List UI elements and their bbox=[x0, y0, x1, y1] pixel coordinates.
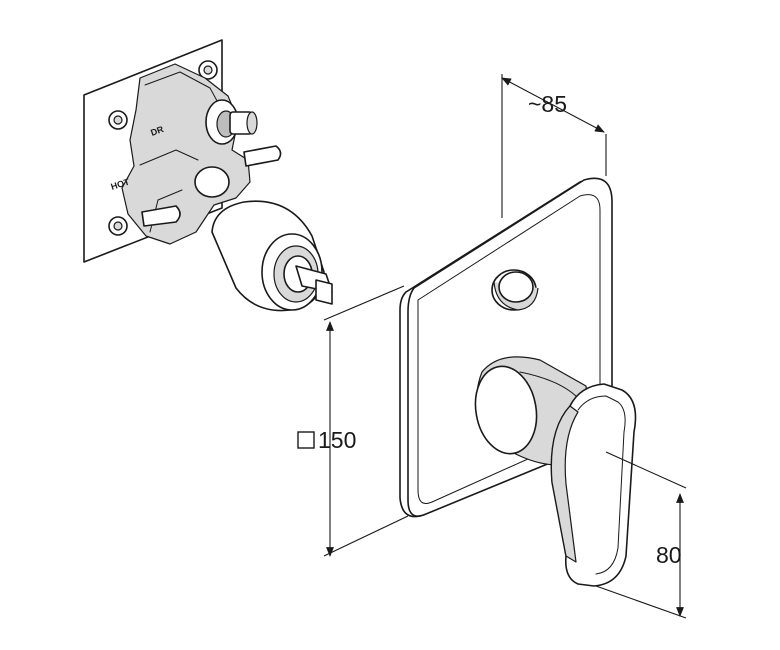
valve-body: DR HOT bbox=[83, 39, 333, 312]
trim-assembly bbox=[399, 177, 637, 587]
depth-label: ~85 bbox=[528, 91, 567, 117]
dimension-plate-size: 150 bbox=[297, 285, 409, 557]
lever-offset-label: 80 bbox=[656, 542, 682, 568]
plate-size-label: 150 bbox=[318, 427, 356, 453]
dimension-depth: ~85 bbox=[501, 74, 607, 218]
square-dimension-icon bbox=[297, 431, 315, 449]
diverter-button bbox=[491, 269, 539, 311]
dimension-lever-offset: 80 bbox=[595, 451, 687, 619]
marking-dr: DR bbox=[149, 124, 165, 138]
